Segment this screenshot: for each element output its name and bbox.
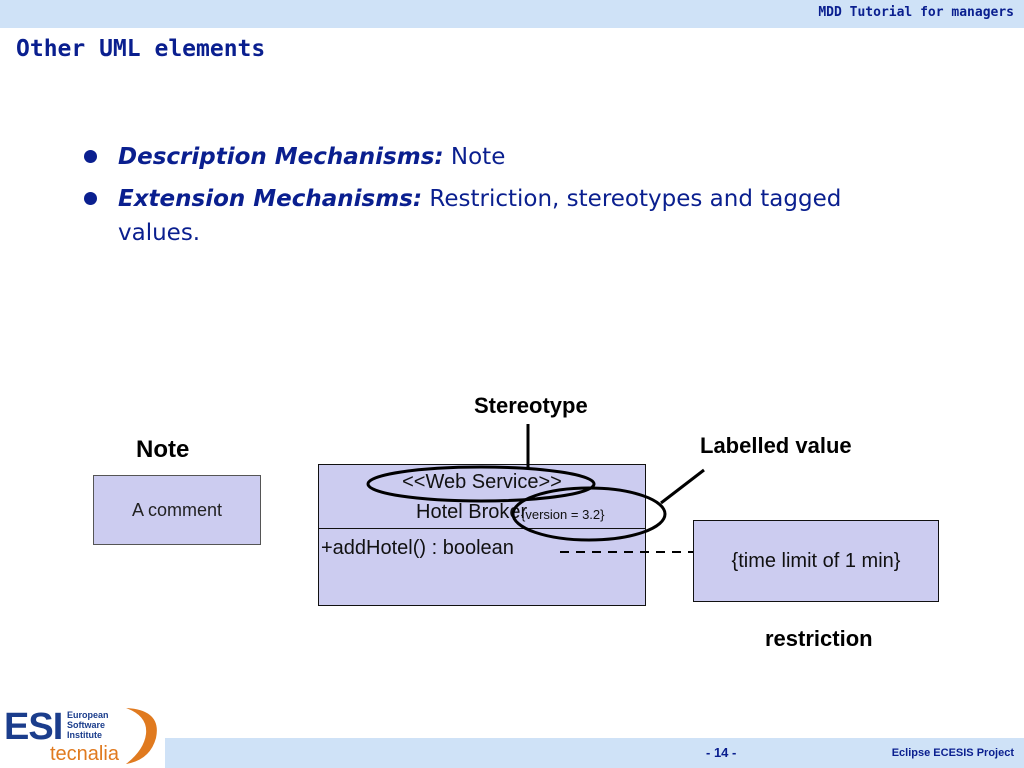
bullet-text: Restriction, stereotypes and tagged valu… xyxy=(118,186,842,246)
class-stereotype: <<Web Service>> xyxy=(402,471,562,493)
class-name: Hotel Broker xyxy=(416,501,528,523)
labelled-value-label: Labelled value xyxy=(700,433,852,458)
bullet-list: Description Mechanisms: Note Extension M… xyxy=(80,140,930,258)
bullet-icon xyxy=(84,192,97,205)
footer-band xyxy=(165,738,1024,768)
bullet-term: Description Mechanisms: xyxy=(118,144,444,170)
logo-esi-text: ESI xyxy=(4,706,63,748)
restriction-text: {time limit of 1 min} xyxy=(731,549,901,572)
logo-line: European xyxy=(67,710,109,720)
restriction-label: restriction xyxy=(765,626,873,651)
logo-swoosh-icon xyxy=(126,708,157,764)
footer-project: Eclipse ECESIS Project xyxy=(891,747,1014,759)
header-band xyxy=(0,0,1024,28)
logo-line: Software xyxy=(67,720,106,730)
labelled-value-pointer xyxy=(660,468,705,505)
note-box: A comment xyxy=(93,475,261,545)
bullet-text: Note xyxy=(443,144,506,170)
stereotype-label: Stereotype xyxy=(474,393,588,418)
tagged-value: {version = 3.2} xyxy=(521,507,605,522)
logo-line: Institute xyxy=(67,730,102,740)
slide-title: Other UML elements xyxy=(16,36,266,62)
bullet-item: Extension Mechanisms: Restriction, stere… xyxy=(80,182,930,250)
uml-class-box: <<Web Service>> Hotel Broker {version = … xyxy=(318,464,646,606)
restriction-box: {time limit of 1 min} xyxy=(693,520,939,602)
bullet-item: Description Mechanisms: Note xyxy=(80,140,930,174)
bullet-icon xyxy=(84,150,97,163)
bullet-term: Extension Mechanisms: xyxy=(118,186,423,212)
note-label: Note xyxy=(136,436,190,463)
note-text: A comment xyxy=(131,499,223,520)
esi-tecnalia-logo: ESI European Software Institute tecnalia xyxy=(0,700,165,768)
logo-tecnalia-text: tecnalia xyxy=(50,743,119,765)
page-number: - 14 - xyxy=(706,745,737,760)
header-title: MDD Tutorial for managers xyxy=(818,5,1014,20)
class-header: <<Web Service>> Hotel Broker {version = … xyxy=(319,465,645,529)
class-operation: +addHotel() : boolean xyxy=(321,537,514,559)
